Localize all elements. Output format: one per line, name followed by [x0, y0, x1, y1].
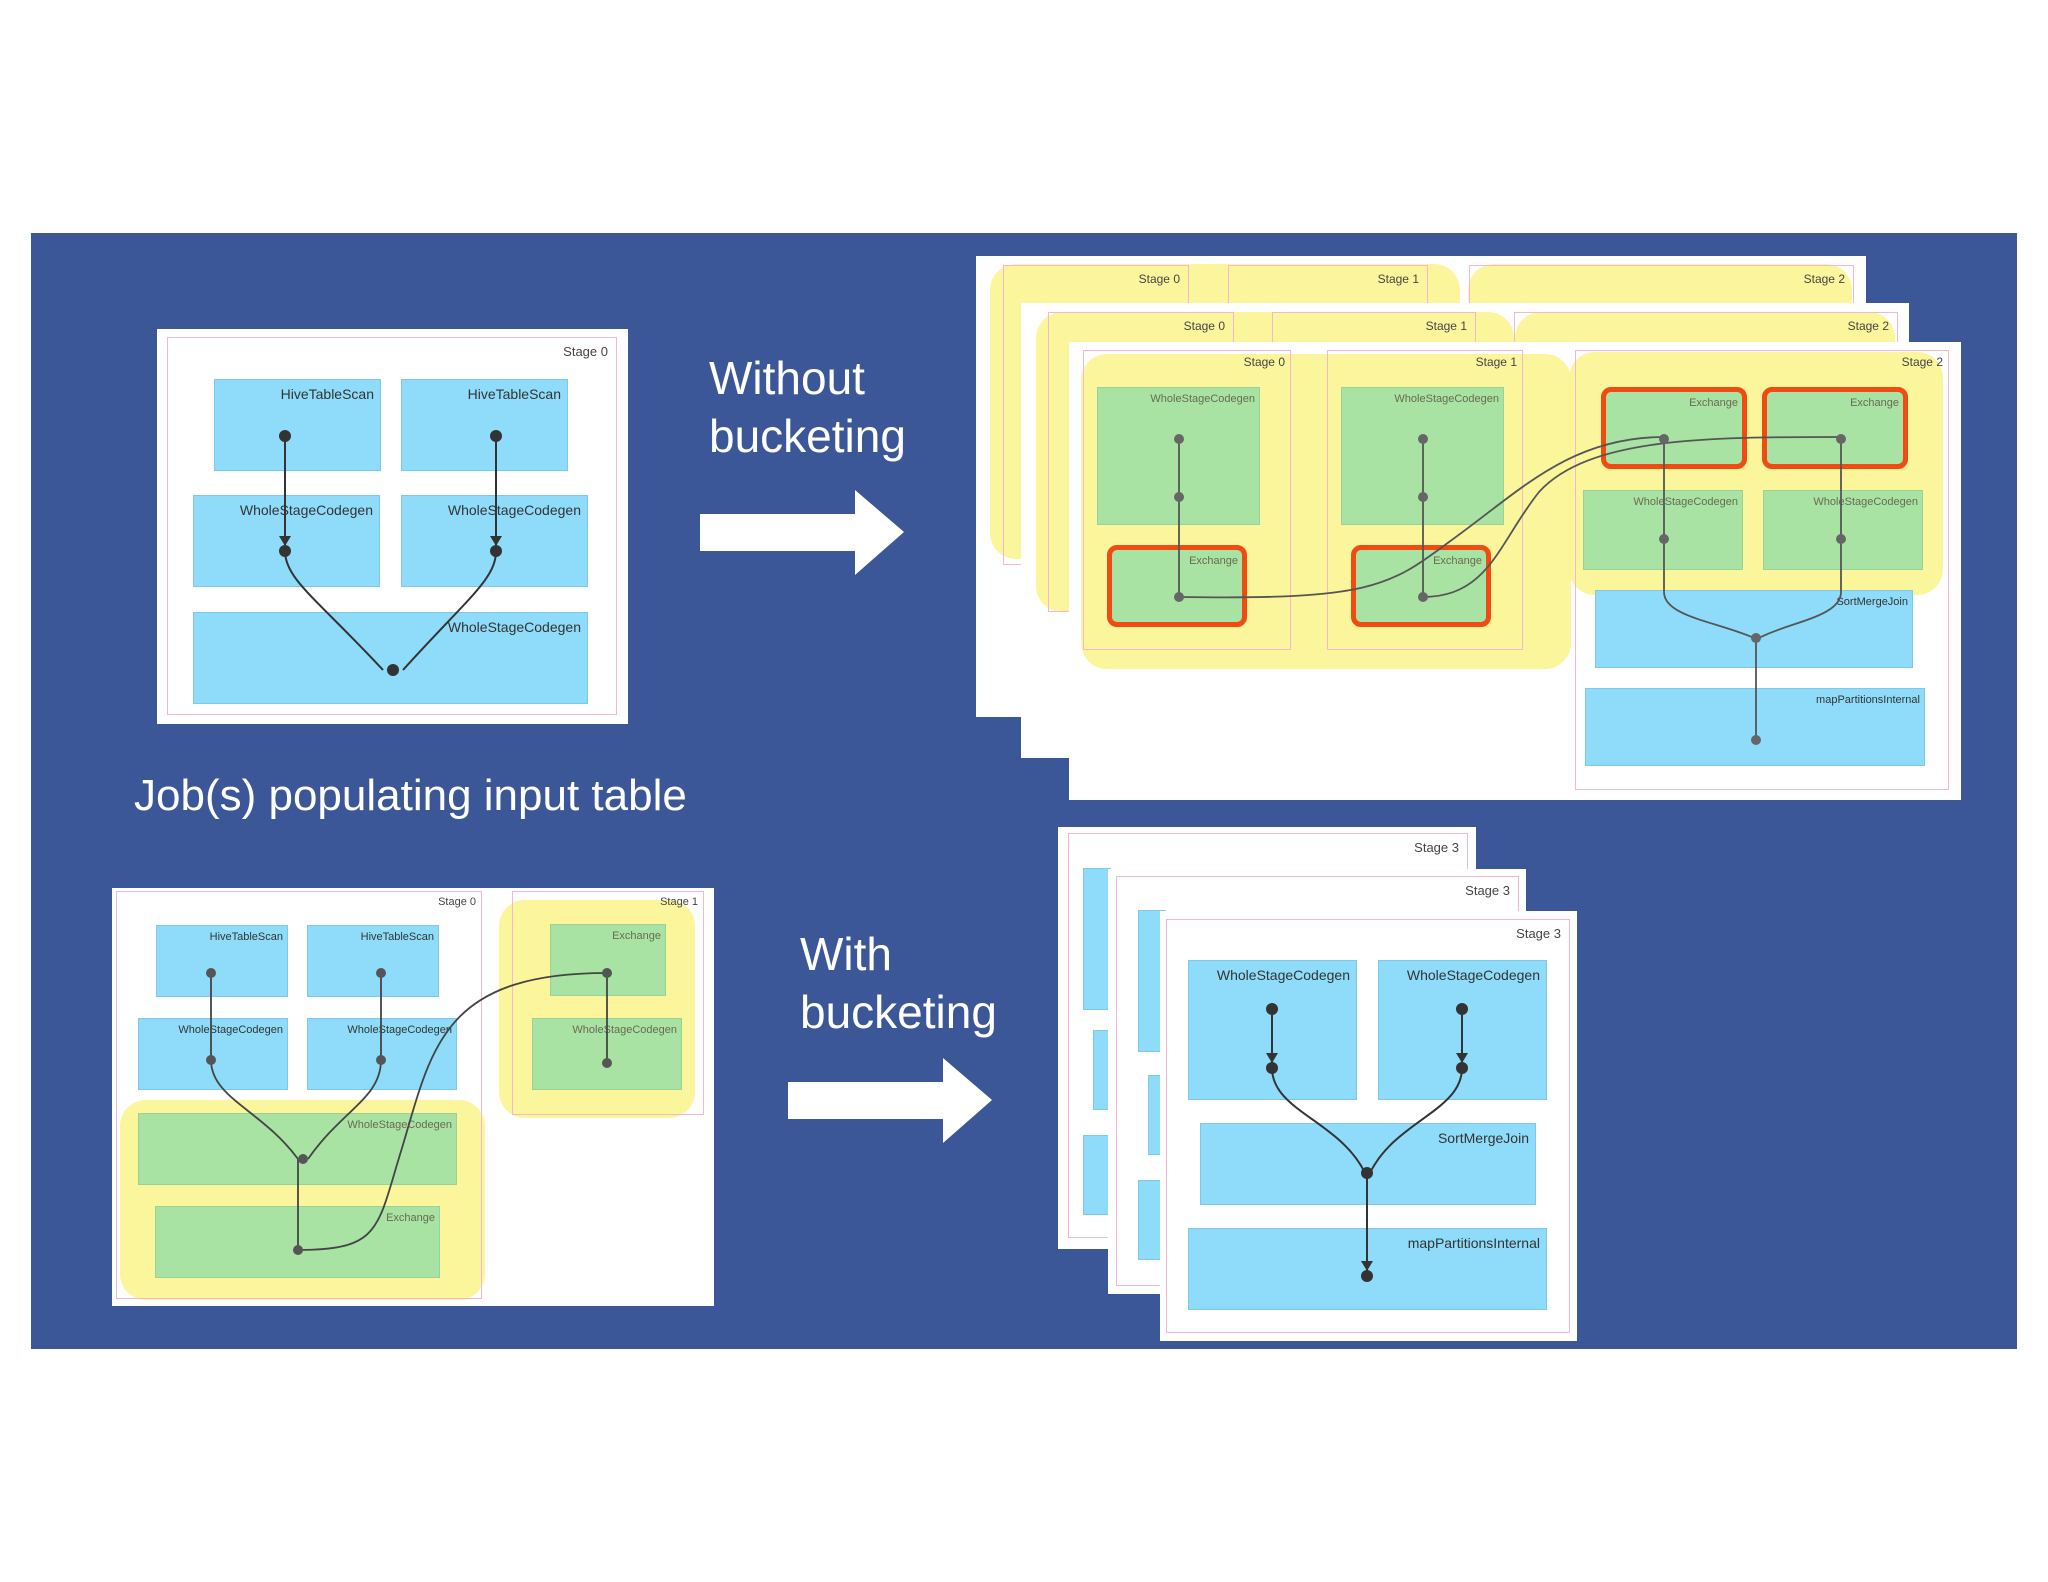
- hive-table-scan-node: HiveTableScan: [307, 925, 439, 997]
- exchange-node: Exchange: [1762, 387, 1908, 469]
- right-arrow-icon: [788, 1058, 992, 1143]
- exchange-node: Exchange: [1107, 545, 1247, 627]
- node-label: HiveTableScan: [280, 386, 374, 402]
- node-label: Exchange: [386, 1212, 435, 1224]
- node-label: SortMergeJoin: [1437, 1130, 1529, 1146]
- node-label: Exchange: [1850, 397, 1899, 409]
- with-bucketing-dag-panel: Stage 3 WholeStageCodegen WholeStageCode…: [1160, 911, 1577, 1341]
- stage-3-box: Stage 3: [1166, 919, 1570, 1333]
- node-label: Exchange: [612, 930, 661, 942]
- hive-table-scan-node: HiveTableScan: [401, 379, 568, 471]
- stage-label: Stage 0: [1243, 355, 1285, 369]
- whole-stage-codegen-node: WholeStageCodegen: [1097, 387, 1260, 525]
- stage-label: Stage 2: [1847, 319, 1889, 333]
- sort-merge-join-node: SortMergeJoin: [1200, 1123, 1536, 1205]
- node-label: SortMergeJoin: [1836, 596, 1908, 608]
- node-label: WholeStageCodegen: [1150, 393, 1255, 405]
- stage-0-box: Stage 0: [167, 337, 617, 715]
- node-label: WholeStageCodegen: [447, 502, 581, 518]
- node-label: WholeStageCodegen: [239, 502, 373, 518]
- map-partitions-internal-node: mapPartitionsInternal: [1585, 688, 1925, 766]
- stage-label: Stage 0: [1183, 319, 1225, 333]
- node-label: mapPartitionsInternal: [1407, 1235, 1540, 1251]
- caption-without-bucketing: Without bucketing: [709, 349, 906, 465]
- node-label: mapPartitionsInternal: [1816, 694, 1920, 706]
- stage-label: Stage 3: [1465, 883, 1510, 898]
- stage-label: Stage 1: [1475, 355, 1517, 369]
- whole-stage-codegen-node: WholeStageCodegen: [1583, 490, 1743, 570]
- node-label: Exchange: [1433, 555, 1482, 567]
- node-label: Exchange: [1189, 555, 1238, 567]
- whole-stage-codegen-node: WholeStageCodegen: [1378, 960, 1547, 1100]
- node-label: WholeStageCodegen: [1216, 967, 1350, 983]
- node-label: WholeStageCodegen: [1633, 496, 1738, 508]
- whole-stage-codegen-node: WholeStageCodegen: [401, 495, 588, 587]
- stage-label: Stage 2: [1803, 272, 1845, 286]
- node-label: WholeStageCodegen: [1394, 393, 1499, 405]
- exchange-node: Exchange: [155, 1206, 440, 1278]
- caption-line: bucketing: [800, 986, 997, 1038]
- node-label: WholeStageCodegen: [1813, 496, 1918, 508]
- map-partitions-internal-node: [1083, 1135, 1111, 1215]
- whole-stage-codegen-node: WholeStageCodegen: [307, 1018, 457, 1090]
- stage-label: Stage 0: [1138, 272, 1180, 286]
- caption-jobs: Job(s) populating input table: [134, 771, 687, 820]
- whole-stage-codegen-node: [1083, 868, 1111, 1010]
- hive-table-scan-node: HiveTableScan: [214, 379, 381, 471]
- caption-line: bucketing: [709, 410, 906, 462]
- whole-stage-codegen-node: WholeStageCodegen: [1763, 490, 1923, 570]
- whole-stage-codegen-node: WholeStageCodegen: [532, 1018, 682, 1090]
- map-partitions-internal-node: mapPartitionsInternal: [1188, 1228, 1547, 1310]
- stage-label: Stage 1: [1377, 272, 1419, 286]
- exchange-node: Exchange: [1351, 545, 1491, 627]
- caption-line: With: [800, 928, 892, 980]
- whole-stage-codegen-node: WholeStageCodegen: [138, 1113, 457, 1185]
- node-label: HiveTableScan: [209, 931, 283, 943]
- stage-label: Stage 1: [1425, 319, 1467, 333]
- without-bucketing-dag-panel: Stage 0 Stage 1 Stage 2 WholeStageCodege…: [1069, 342, 1961, 800]
- stage-label: Stage 2: [1901, 355, 1943, 369]
- stage-label: Stage 3: [1516, 926, 1561, 941]
- whole-stage-codegen-node: WholeStageCodegen: [138, 1018, 288, 1090]
- whole-stage-codegen-node: WholeStageCodegen: [1188, 960, 1357, 1100]
- hive-table-scan-node: HiveTableScan: [156, 925, 288, 997]
- whole-stage-codegen-node: WholeStageCodegen: [1341, 387, 1504, 525]
- sort-merge-join-node: SortMergeJoin: [1595, 590, 1913, 668]
- stage-label: Stage 0: [563, 344, 608, 359]
- stage-label: Stage 3: [1414, 840, 1459, 855]
- node-label: WholeStageCodegen: [178, 1024, 283, 1036]
- whole-stage-codegen-node: WholeStageCodegen: [193, 612, 588, 704]
- input-dag-panel: Stage 0 HiveTableScan HiveTableScan Whol…: [157, 329, 628, 724]
- node-label: HiveTableScan: [467, 386, 561, 402]
- node-label: WholeStageCodegen: [347, 1119, 452, 1131]
- caption-with-bucketing: With bucketing: [800, 925, 997, 1041]
- node-label: WholeStageCodegen: [447, 619, 581, 635]
- node-label: HiveTableScan: [360, 931, 434, 943]
- stage-label: Stage 1: [660, 896, 698, 908]
- node-label: WholeStageCodegen: [572, 1024, 677, 1036]
- node-label: Exchange: [1689, 397, 1738, 409]
- exchange-node: Exchange: [1601, 387, 1747, 469]
- right-arrow-icon: [700, 490, 904, 575]
- caption-line: Without: [709, 352, 865, 404]
- node-label: WholeStageCodegen: [1406, 967, 1540, 983]
- populating-dag-panel: Stage 0 Stage 1 HiveTableScan HiveTableS…: [112, 888, 714, 1306]
- stage-label: Stage 0: [438, 896, 476, 908]
- exchange-node: Exchange: [550, 924, 666, 996]
- whole-stage-codegen-node: WholeStageCodegen: [193, 495, 380, 587]
- node-label: WholeStageCodegen: [347, 1024, 452, 1036]
